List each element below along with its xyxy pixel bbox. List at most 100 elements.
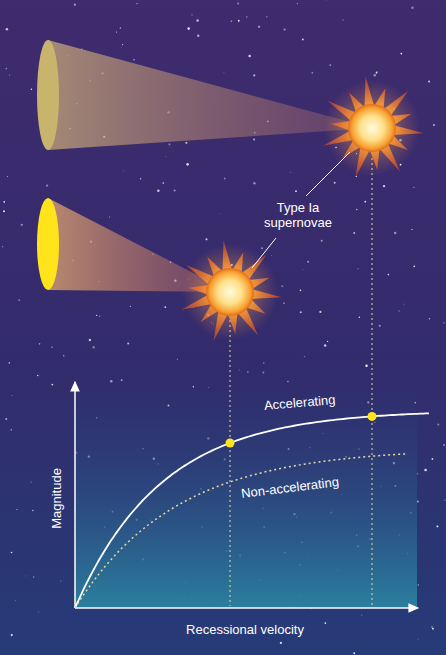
star xyxy=(403,303,405,305)
star xyxy=(120,27,122,29)
star xyxy=(400,53,402,55)
star xyxy=(130,306,131,307)
star xyxy=(300,311,302,313)
star xyxy=(290,172,291,173)
star xyxy=(168,143,170,145)
star xyxy=(196,19,199,22)
star xyxy=(187,27,190,30)
curve-label: Non-accelerating xyxy=(240,475,339,502)
brightness-disc xyxy=(37,40,59,150)
star xyxy=(263,362,265,364)
star xyxy=(433,124,435,126)
supernova xyxy=(323,76,424,177)
star xyxy=(136,3,137,4)
star xyxy=(373,74,375,76)
star xyxy=(51,384,53,386)
star xyxy=(429,318,430,319)
star xyxy=(383,185,385,187)
chart-panel xyxy=(75,392,417,608)
star xyxy=(359,316,361,318)
star xyxy=(379,325,381,327)
star xyxy=(191,14,192,15)
star xyxy=(376,72,378,74)
star xyxy=(140,178,141,179)
star xyxy=(230,20,232,22)
star xyxy=(443,444,445,446)
star xyxy=(271,255,273,257)
star xyxy=(14,599,16,601)
star xyxy=(417,638,419,640)
star xyxy=(284,29,286,31)
star xyxy=(353,232,355,234)
star xyxy=(325,0,327,1)
supernova-rays xyxy=(323,76,424,177)
star xyxy=(261,247,263,249)
star xyxy=(7,176,8,177)
star xyxy=(436,525,438,527)
brightness-disc xyxy=(37,198,59,290)
star xyxy=(258,25,260,27)
star xyxy=(220,213,222,215)
star xyxy=(247,371,248,372)
star xyxy=(398,310,399,311)
star xyxy=(99,315,100,316)
star xyxy=(324,622,326,624)
leader-line xyxy=(306,152,350,196)
star xyxy=(319,311,321,313)
star xyxy=(283,302,285,304)
star xyxy=(116,31,117,32)
star xyxy=(253,74,255,76)
star xyxy=(302,269,304,271)
star xyxy=(413,187,414,188)
star xyxy=(343,19,344,20)
star xyxy=(304,356,305,357)
star xyxy=(418,584,419,585)
star xyxy=(37,375,39,377)
supernova-core xyxy=(206,268,254,316)
star xyxy=(411,229,412,230)
star xyxy=(376,71,378,73)
star xyxy=(133,59,134,60)
star xyxy=(358,268,359,269)
curve-label: Accelerating xyxy=(264,392,337,413)
star xyxy=(177,359,178,360)
star xyxy=(424,469,427,472)
supernova-label: Type Ia supernovae xyxy=(258,201,338,231)
star xyxy=(11,634,13,636)
star xyxy=(127,342,129,344)
star xyxy=(6,28,8,30)
star xyxy=(92,346,94,348)
star xyxy=(329,64,331,66)
star xyxy=(8,362,10,364)
star xyxy=(287,381,288,382)
star xyxy=(121,379,123,381)
star xyxy=(33,576,34,577)
star xyxy=(411,7,414,10)
star xyxy=(300,290,302,292)
star xyxy=(16,509,17,510)
star xyxy=(185,142,187,144)
star xyxy=(11,429,12,430)
accelerating-curve xyxy=(75,413,429,608)
star xyxy=(193,386,194,387)
non-accelerating-curve xyxy=(75,454,408,608)
star xyxy=(122,44,123,45)
star xyxy=(302,38,304,40)
star xyxy=(5,68,7,70)
star xyxy=(428,81,430,83)
star xyxy=(157,189,160,192)
star xyxy=(365,365,367,367)
star xyxy=(163,182,164,183)
star xyxy=(9,74,10,75)
star xyxy=(205,238,207,240)
star xyxy=(46,185,48,187)
star xyxy=(238,369,240,371)
star xyxy=(197,35,199,37)
star xyxy=(31,481,32,482)
y-axis xyxy=(74,382,76,608)
